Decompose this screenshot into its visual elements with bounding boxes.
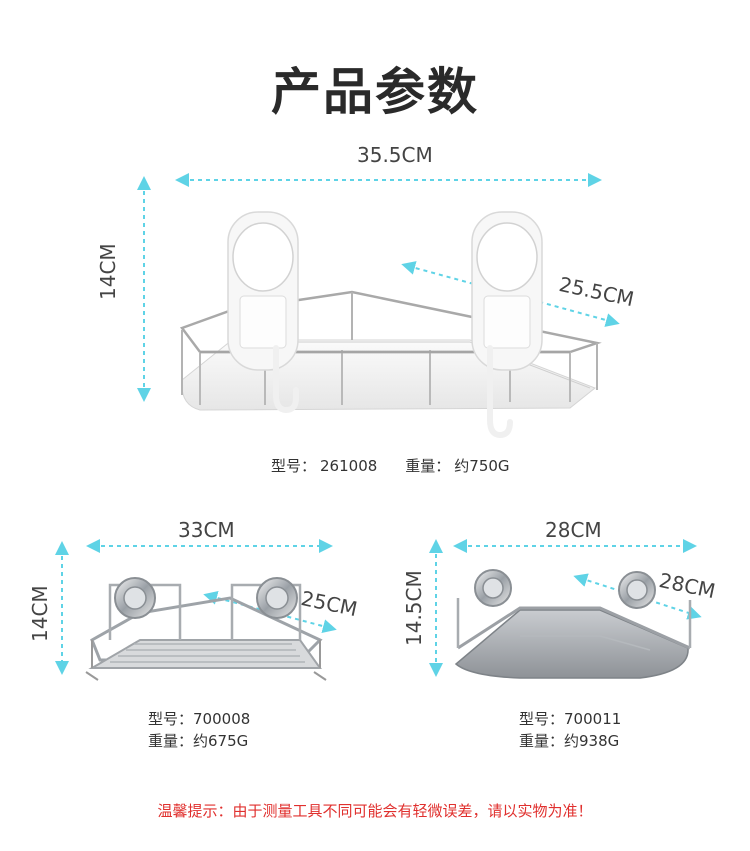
product3-model-value: 700011 [564, 710, 622, 728]
product1-height-label: 14CM [96, 243, 120, 300]
product1-weight-value: 约750G [454, 457, 510, 475]
product3-weight-label: 重量： [519, 732, 565, 750]
product2-weight-value: 约675G [193, 732, 249, 750]
product1-model-value: 261008 [320, 457, 378, 475]
product1-image [179, 211, 602, 439]
product3-spec: 型号：700011 重量：约938G [519, 708, 621, 752]
product2-weight-label: 重量： [148, 732, 194, 750]
product2-model-value: 700008 [193, 710, 251, 728]
product2-spec: 型号：700008 重量：约675G [148, 708, 250, 752]
product2-height-label: 14CM [28, 585, 52, 642]
product1-model-label: 型号： [271, 457, 317, 475]
product2-model-label: 型号： [148, 710, 194, 728]
product3-width-label: 28CM [545, 518, 602, 542]
product3-height-label: 14.5CM [402, 570, 426, 646]
product1-weight-label: 重量： [405, 457, 451, 475]
product3-dimension-lines [429, 539, 702, 677]
product1-spec: 型号：261008 重量：约750G [271, 455, 510, 477]
product3-image [454, 569, 692, 679]
product3-weight-value: 约938G [564, 732, 620, 750]
product1-width-label: 35.5CM [357, 143, 433, 167]
product2-width-label: 33CM [178, 518, 235, 542]
page-title: 产品参数 [271, 63, 479, 121]
product3-model-label: 型号： [519, 710, 565, 728]
product2-image [85, 577, 327, 681]
measurement-notice: 温馨提示：由于测量工具不同可能会有轻微误差，请以实物为准！ [157, 802, 593, 820]
product2-dimension-lines [55, 539, 337, 675]
